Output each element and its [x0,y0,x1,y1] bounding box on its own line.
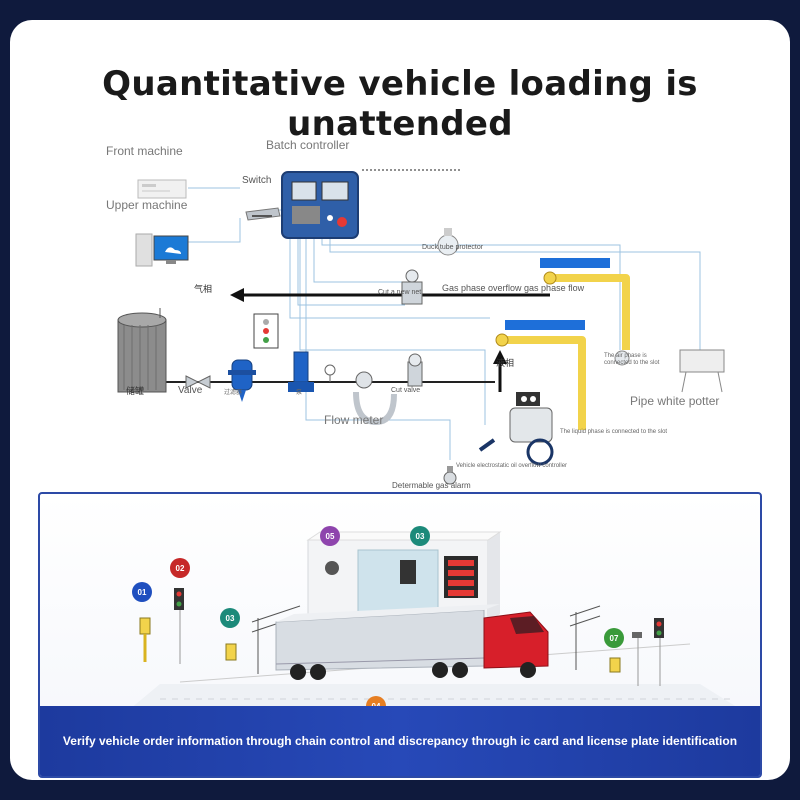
upper-arm-blue-section [540,258,610,268]
scene-footer-bar: Verify vehicle order information through… [40,706,760,776]
switch-icon [245,207,281,221]
upper-machine-label: Upper machine [106,198,188,212]
cut-valve-label: Cut valve [391,387,421,394]
loading-station-scene: 01 02 03 05 03 07 04 Verify vehicle orde… [38,492,762,778]
camera-pole-right [632,632,642,686]
storage-tank-icon [117,308,167,393]
page-title: Quantitative vehicle loading is unattend… [102,64,698,144]
truck-wheels [290,662,536,680]
electrostatic-controller-label: Vehicle electrostatic oil overflow contr… [456,463,568,469]
scene-illustration [130,531,740,709]
truck-cab [483,611,549,669]
wire-ctrl-6 [329,236,701,350]
front-machine-label: Front machine [106,144,183,158]
liquid-phase-arrowhead [493,350,507,364]
fence-right [569,605,601,670]
liquid-phase-cn-label: 液相 [496,358,515,368]
front-machine-icon [137,179,187,199]
wire-ctrl-5 [321,236,621,350]
marker-02: 02 [170,558,190,578]
footer-caption: Verify vehicle order information through… [62,734,738,748]
wire-ctrl-1 [289,236,490,319]
batch-controller-label: Batch controller [266,138,350,152]
pipe-white-potter-icon [679,349,725,393]
gas-alarm-icon [443,466,457,485]
traffic-light-left [174,588,184,664]
marker-03-left: 03 [220,608,240,628]
switch-label: Switch [242,175,272,186]
process-diagram [117,169,725,485]
cut-new-net-label: Cut a new net [378,289,422,296]
pump-label: 泵 [296,390,303,396]
signal-light-icon [253,313,279,349]
marker-01: 01 [132,582,152,602]
filter-label: 过滤器 [224,390,243,396]
main-card: Quantitative vehicle loading is unattend… [10,20,790,780]
card-reader-right [609,657,621,673]
storage-tank-label: 储罐 [126,386,145,396]
duck-tube-protector-label: Duck tube protector [422,244,484,251]
pipe-white-potter-label: Pipe white potter [630,394,720,408]
valve-icon [185,375,211,389]
lower-arm-blue-section [505,320,585,330]
lower-loading-arm [502,336,586,430]
gas-alarm-label: Determable gas alarm [392,481,471,490]
card-reader-mid [225,643,237,661]
pump-icon [288,351,314,392]
gas-phase-overflow-label: Gas phase overflow gas phase flow [442,283,585,293]
traffic-light-right [654,618,664,686]
marker-05: 05 [320,526,340,546]
upper-loading-arm [555,274,630,350]
control-booth [306,531,502,623]
wire-ctrl-4 [313,236,402,283]
air-phase-connector-icon [614,350,630,366]
flow-meter-icon [353,371,397,426]
truck-trailer [275,604,500,671]
wire-upper-switch [188,218,241,243]
ground-platform [130,684,740,709]
batch-controller-icon [281,171,359,239]
marker-03-booth: 03 [410,526,430,546]
liquid-phase-note: The liquid phase is connected to the slo… [560,429,668,435]
gas-valve-icon [401,269,423,305]
gas-phase-arrowhead [230,288,244,302]
valve-label: Valve [178,385,203,396]
cut-valve-icon [407,353,423,387]
upper-machine-icon [135,233,189,267]
gas-phase-cn-label: 气相 [194,284,213,294]
pressure-gauge-icon [324,364,336,376]
flow-meter-label: Flow meter [324,413,384,427]
wire-ctrl-8 [299,236,486,425]
electrostatic-controller-icon [478,392,554,466]
air-phase-note: The air phase is connected to the slot [604,353,660,366]
card-reader-left [139,617,151,662]
duck-tube-protector-icon [437,228,459,256]
filter-icon [228,359,256,402]
marker-07: 07 [604,628,624,648]
wire-ctrl-2 [297,236,405,306]
